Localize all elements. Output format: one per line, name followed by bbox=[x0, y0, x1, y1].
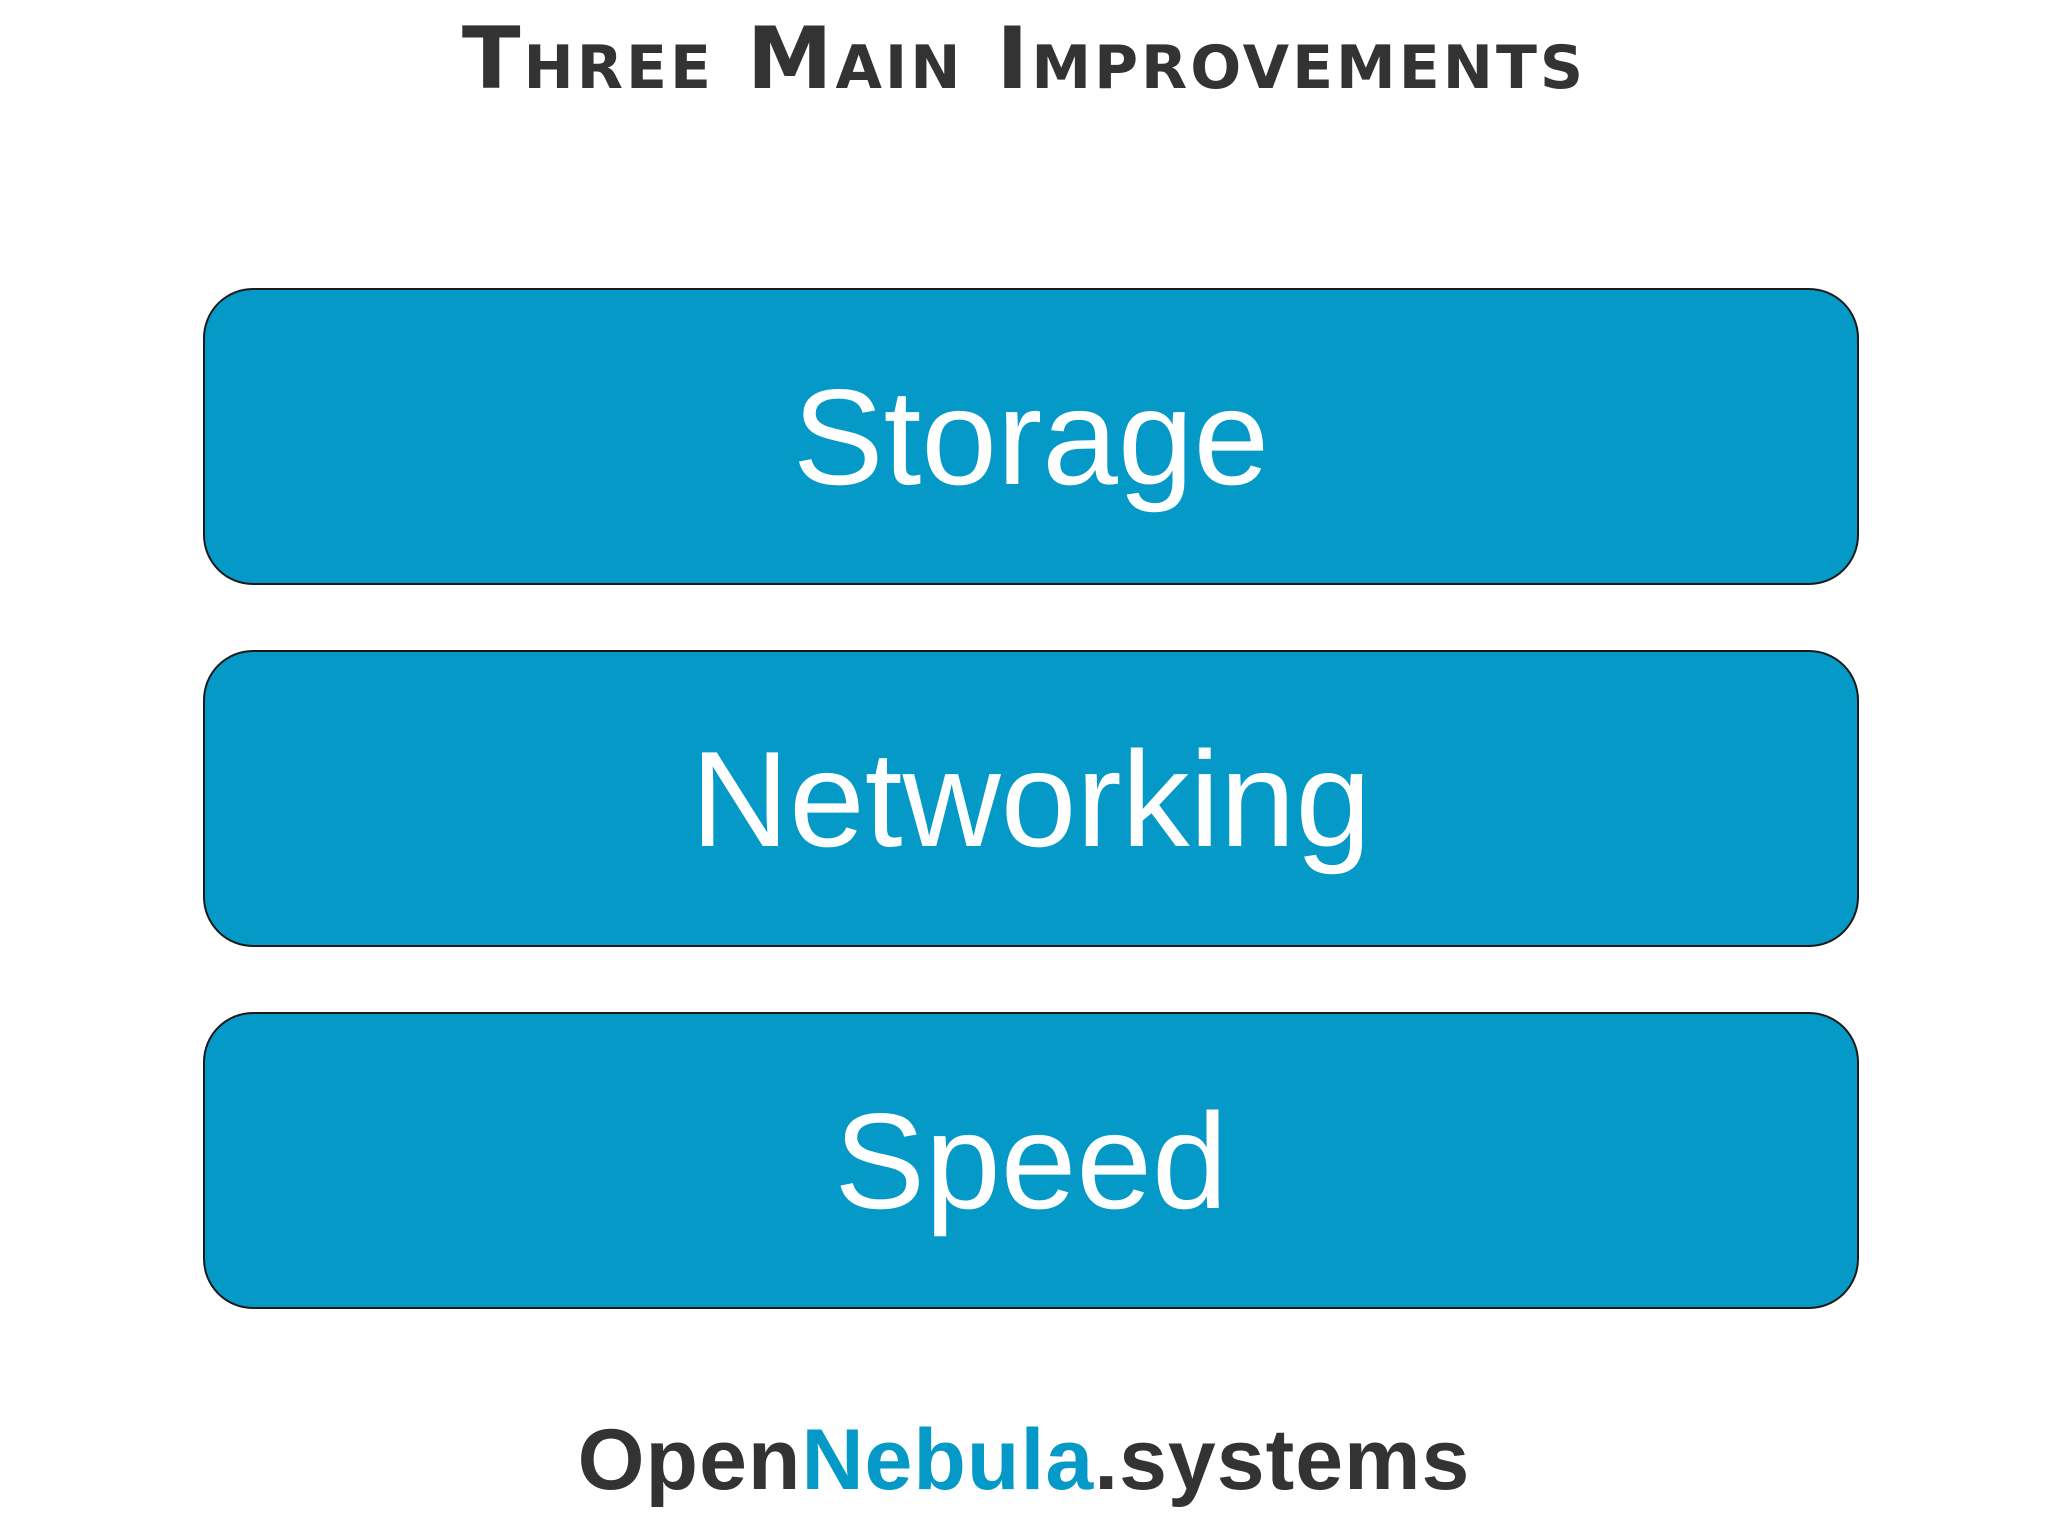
logo-part-open: Open bbox=[577, 1412, 802, 1508]
improvement-box-speed: Speed bbox=[203, 1012, 1859, 1309]
improvement-label: Networking bbox=[690, 722, 1372, 875]
logo-part-systems: .systems bbox=[1094, 1412, 1471, 1508]
improvement-box-storage: Storage bbox=[203, 288, 1859, 585]
footer-logo: OpenNebula.systems bbox=[0, 1410, 2048, 1510]
improvement-label: Storage bbox=[792, 360, 1270, 513]
slide-title: Three Main Improvements bbox=[461, 9, 1587, 109]
improvement-label: Speed bbox=[834, 1084, 1228, 1237]
logo-part-nebula: Nebula bbox=[801, 1412, 1095, 1508]
improvement-box-networking: Networking bbox=[203, 650, 1859, 947]
